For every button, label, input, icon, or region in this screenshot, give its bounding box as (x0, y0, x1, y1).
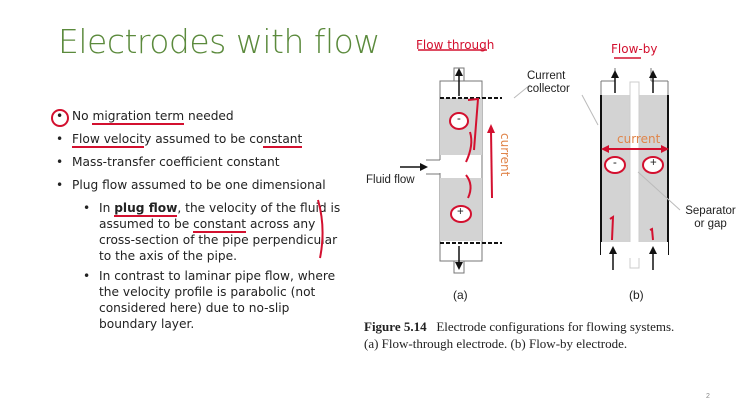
minus-label-a: - (457, 113, 461, 125)
caption-text: Electrode configurations for flowing sys… (436, 319, 675, 334)
flow-by-annotation: Flow-by (611, 42, 658, 56)
figure-caption: Figure 5.14 Electrode configurations for… (364, 318, 674, 352)
ink-bracket-annotation (317, 199, 324, 259)
plus-label-b: + (650, 157, 657, 169)
current-annotation-a: current (498, 133, 512, 177)
underlined-text: migration term (92, 109, 185, 125)
bullet-item: Mass-transfer coefficient constant (56, 154, 346, 177)
current-collector-label: Current collector (527, 70, 570, 95)
minus-label-b: - (613, 157, 617, 169)
bullet-text: , the velocity of the fluid is assumed t… (99, 201, 341, 231)
current-annotation-b: current (617, 132, 661, 146)
bullet-text: across any cross-section of the pipe per… (99, 217, 338, 263)
slide-title: Electrodes with flow (58, 22, 380, 61)
underlined-text: nstant (263, 132, 303, 148)
caption-line2: (a) Flow-through electrode. (b) Flow-by … (364, 336, 628, 351)
subfigure-a-label: (a) (453, 288, 468, 302)
bullet-text: No (72, 109, 93, 123)
bullet-text: In (99, 201, 115, 215)
bullet-list: No migration term needed Flow velocity a… (56, 108, 346, 336)
underlined-text: constant (193, 217, 247, 233)
caption-figure-number: Figure 5.14 (364, 319, 427, 334)
separator-label: Separator or gap (685, 205, 736, 230)
bullet-item: Plug flow assumed to be one dimensional (56, 177, 346, 200)
ink-circle-annotation (51, 109, 69, 127)
bullet-item: No migration term needed (56, 108, 346, 131)
subfigure-b-label: (b) (629, 288, 644, 302)
bullet-text: needed (184, 109, 234, 123)
flow-by-diagram (581, 57, 681, 270)
sub-bullet-item: In plug flow, the velocity of the fluid … (83, 200, 346, 264)
underlined-text: Flow velocit (72, 132, 145, 148)
flow-through-annotation: Flow through (416, 38, 495, 52)
plus-label-a: + (457, 206, 464, 218)
bullet-text: y assumed to be co (144, 132, 264, 146)
bold-term: plug flow (114, 201, 178, 217)
bullet-item: Flow velocity assumed to be constant (56, 131, 346, 154)
fluid-flow-label: Fluid flow (366, 174, 415, 186)
page-number: 2 (706, 393, 710, 400)
sub-bullet-item: In contrast to laminar pipe flow, where … (83, 268, 346, 332)
